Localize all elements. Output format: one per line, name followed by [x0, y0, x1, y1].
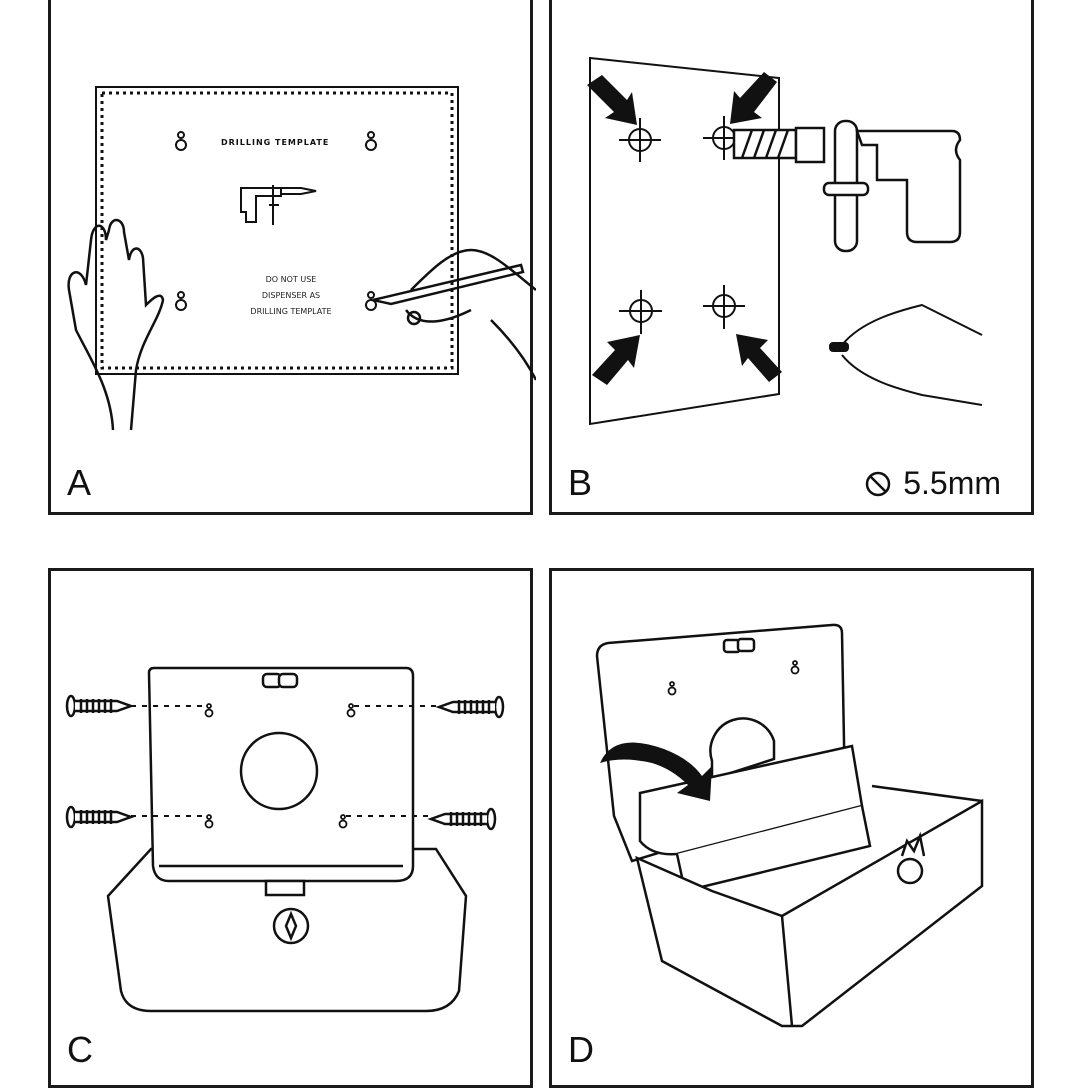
- drill-icon: [732, 119, 962, 253]
- step-d-panel: D: [549, 568, 1034, 1088]
- step-c-panel: C: [48, 568, 533, 1088]
- keyhole-mark-icon: [204, 703, 356, 829]
- diameter-icon: [865, 471, 891, 496]
- drill-diameter: 5.5mm: [865, 465, 1001, 502]
- guide-lines: [131, 705, 436, 817]
- template-warning-line: DO NOT USE: [265, 275, 317, 284]
- wall-surface: [589, 56, 780, 426]
- step-label: A: [67, 462, 92, 503]
- dispenser-back-plate: [147, 666, 415, 897]
- step-b-illustration: [587, 56, 983, 426]
- paper-towel-stack: [638, 744, 872, 893]
- template-title: DRILLING TEMPLATE: [221, 138, 330, 147]
- dispenser-base: [635, 784, 984, 1028]
- step-d-illustration: [595, 623, 984, 1028]
- hand-with-anchor-illustration: [829, 303, 983, 406]
- left-hand-illustration: [67, 218, 165, 431]
- drilling-template-sheet: [95, 86, 459, 375]
- step-c-illustration: [65, 666, 505, 1013]
- keyhole-mark-icon: [175, 131, 377, 311]
- template-warning-line: DISPENSER AS: [261, 291, 321, 300]
- keyhole-mark-icon: [667, 660, 800, 696]
- step-label: D: [568, 1029, 594, 1070]
- step-b-panel: 5.5mm B: [549, 0, 1034, 515]
- template-warning-line: DRILLING TEMPLATE: [250, 307, 332, 316]
- step-a-panel: DRILLING TEMPLATE DO NOT USE DISPENSER A…: [48, 0, 536, 515]
- step-label: B: [568, 462, 593, 503]
- step-a-illustration: [67, 86, 536, 431]
- template-warning: DO NOT USE DISPENSER AS DRILLING TEMPLAT…: [211, 272, 371, 320]
- arrow-icon: [587, 72, 782, 385]
- drill-icon: [240, 185, 317, 225]
- drill-diameter-value: 5.5mm: [903, 465, 1001, 501]
- crosshair-mark-icon: [619, 116, 745, 334]
- dispenser-base: [106, 847, 468, 1013]
- curved-arrow-icon: [600, 742, 712, 801]
- right-hand-with-pen-illustration: [372, 248, 536, 381]
- screw-icon: [65, 694, 505, 831]
- step-label: C: [67, 1029, 93, 1070]
